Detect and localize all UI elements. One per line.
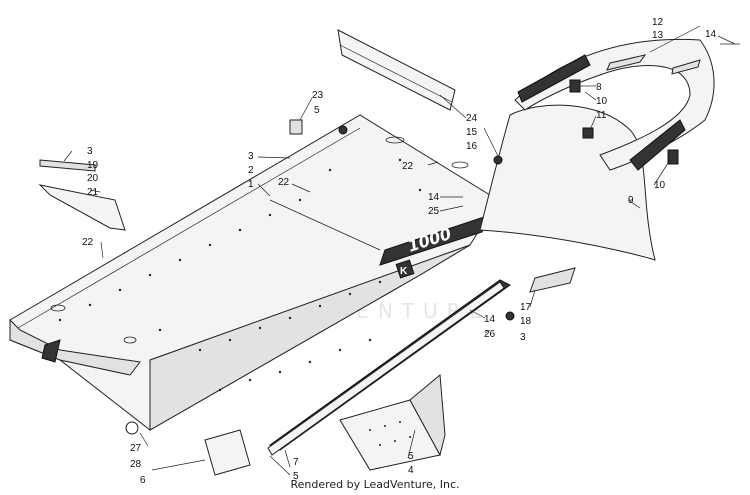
reflector-12 xyxy=(606,54,647,71)
callout-13: 13 xyxy=(652,30,664,41)
callout-5-c: 5 xyxy=(408,451,414,462)
callout-14-b: 14 xyxy=(428,192,440,203)
bracket-21 xyxy=(38,184,126,231)
footer-credit: Rendered by LeadVenture, Inc. xyxy=(290,478,460,491)
grommet-27 xyxy=(125,421,139,435)
callout-16: 16 xyxy=(466,141,478,152)
callout-7: 7 xyxy=(293,457,299,468)
callout-2: 2 xyxy=(248,165,254,176)
callout-20: 20 xyxy=(87,173,99,184)
callout-14-c: 14 xyxy=(484,314,496,325)
callout-3: 3 xyxy=(87,146,93,157)
callout-22-b: 22 xyxy=(278,177,290,188)
leader-lines xyxy=(63,25,736,476)
rear-bumper-assembly xyxy=(479,38,740,261)
callout-24: 24 xyxy=(466,113,478,124)
callout-8: 8 xyxy=(596,82,602,93)
nut-16 xyxy=(493,155,503,165)
hood-bracket xyxy=(41,339,61,363)
callout-18: 18 xyxy=(520,316,532,327)
callout-4: 4 xyxy=(408,465,414,476)
reflector-13 xyxy=(671,59,701,75)
callout-25: 25 xyxy=(428,206,440,217)
callout-3-b: 3 xyxy=(248,151,254,162)
callout-12: 12 xyxy=(652,17,664,28)
callout-3-c: 3 xyxy=(520,332,526,343)
callout-15: 15 xyxy=(466,127,478,138)
callout-6: 6 xyxy=(140,475,146,486)
plate-17 xyxy=(529,267,576,293)
callout-22: 22 xyxy=(402,161,414,172)
callout-22-c: 22 xyxy=(82,237,94,248)
callout-26: 26 xyxy=(484,329,496,340)
running-board-trim xyxy=(267,281,505,456)
clip-11 xyxy=(582,127,594,139)
callout-14: 14 xyxy=(705,29,717,40)
callout-1: 1 xyxy=(248,179,254,190)
callout-28: 28 xyxy=(130,459,142,470)
callout-11: 11 xyxy=(596,110,607,121)
hood-assembly xyxy=(9,114,499,431)
grab-handle-left xyxy=(517,54,591,103)
callout-19: 19 xyxy=(87,160,99,171)
clip-8 xyxy=(569,79,581,93)
callout-17: 17 xyxy=(520,302,532,313)
rear-shroud xyxy=(479,104,656,261)
footrest-side xyxy=(409,374,446,457)
decal-badge: K xyxy=(400,266,408,277)
fastener-3 xyxy=(505,311,515,321)
callout-10-b: 10 xyxy=(654,180,666,191)
fastener-5 xyxy=(338,125,348,135)
callout-10: 10 xyxy=(596,96,608,107)
callout-23: 23 xyxy=(312,90,324,101)
callout-labels: 12 13 14 8 10 11 10 9 23 5 24 15 16 22 3… xyxy=(82,17,717,486)
hood-mounting-holes xyxy=(58,158,422,392)
decal-stripe xyxy=(379,214,491,266)
decal-badge-box xyxy=(395,259,415,279)
callout-5: 5 xyxy=(314,105,320,116)
plate-23 xyxy=(289,119,303,135)
plate-6 xyxy=(204,429,251,476)
grab-handle-right xyxy=(629,119,686,171)
strip-19 xyxy=(39,159,96,172)
callout-5-b: 5 xyxy=(293,471,299,482)
shield-part xyxy=(337,29,456,111)
callout-21: 21 xyxy=(87,187,99,198)
callout-9: 9 xyxy=(628,195,634,206)
clip-10 xyxy=(667,149,679,165)
hood-front-edge xyxy=(9,318,141,376)
callout-27: 27 xyxy=(130,443,142,454)
